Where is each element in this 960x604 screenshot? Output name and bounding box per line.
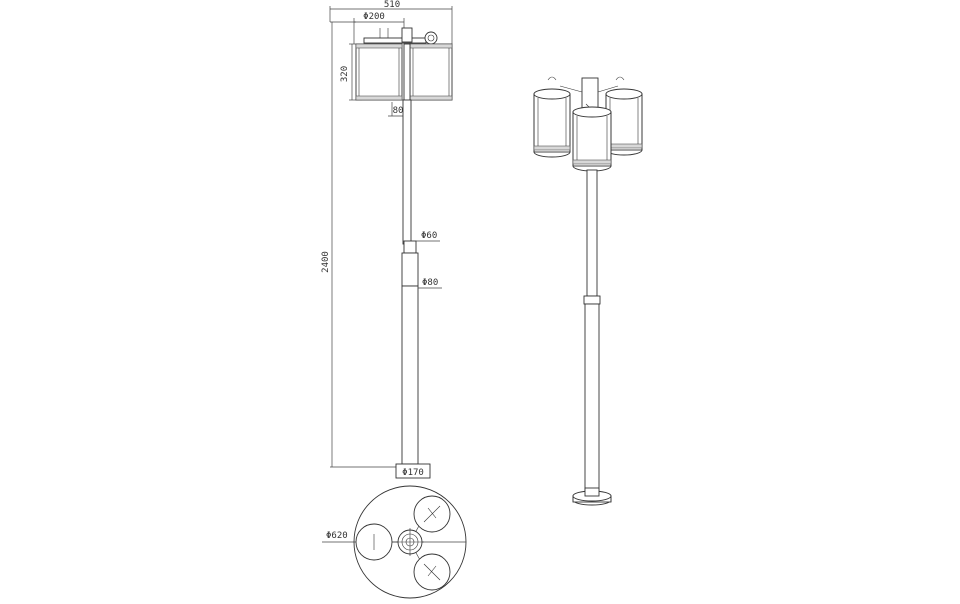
label-base-diameter: Φ170 (402, 468, 424, 478)
dimension-upper-pole-diameter: Φ60 (416, 231, 440, 242)
perspective-shade-left (533, 88, 571, 158)
label-total-width: 510 (384, 0, 400, 10)
pole-joint (403, 240, 417, 254)
dimension-lower-pole-diameter: Φ80 (418, 278, 442, 289)
perspective-view (533, 76, 643, 506)
label-upper-pole-diameter: Φ60 (421, 231, 437, 241)
label-spread-diameter: Φ620 (326, 531, 348, 541)
plan-shade-top (413, 495, 451, 533)
perspective-hub (547, 76, 625, 113)
shade-left (355, 43, 403, 101)
lower-pole (401, 252, 419, 465)
label-shade-diameter: Φ200 (363, 12, 385, 22)
label-lower-pole-diameter: Φ80 (422, 278, 438, 288)
perspective-shade-front (572, 106, 612, 172)
label-shade-height: 320 (340, 66, 350, 82)
perspective-shade-right (605, 88, 643, 156)
perspective-base (572, 487, 612, 506)
perspective-pole (583, 169, 601, 497)
upper-pole (402, 43, 412, 245)
arm-bracket (363, 27, 438, 45)
dimension-total-width: 510 (329, 0, 453, 44)
plan-shade-bottom (413, 553, 451, 591)
base-plate: Φ170 (395, 463, 431, 479)
label-total-height: 2400 (321, 251, 331, 273)
plan-hub (396, 528, 424, 556)
dimension-total-height: 2400 (321, 21, 396, 468)
front-elevation-view: 510 Φ200 2400 320 80 (321, 0, 453, 479)
label-arm-offset: 80 (393, 106, 404, 116)
plan-shade-left (355, 523, 393, 561)
plan-view: Φ620 (322, 485, 467, 599)
shade-right (409, 43, 453, 101)
